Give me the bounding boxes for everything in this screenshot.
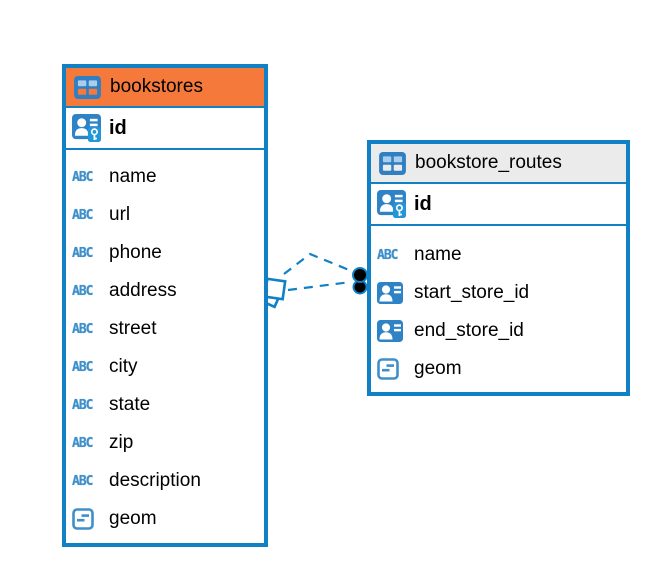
text-type-icon: ABC xyxy=(72,397,93,413)
table-grid-icon xyxy=(379,151,406,175)
text-type-icon: ABC xyxy=(377,247,398,263)
text-type-icon: ABC xyxy=(72,283,93,299)
text-type-icon: ABC xyxy=(72,245,93,261)
geometry-type-icon xyxy=(377,358,405,380)
column-row-address[interactable]: ABC address xyxy=(72,272,260,310)
pk-row-id[interactable]: id xyxy=(66,108,264,150)
person-key-icon xyxy=(72,114,101,142)
text-type-icon: ABC xyxy=(72,321,93,337)
column-row-url[interactable]: ABC url xyxy=(72,196,260,234)
table-grid-icon xyxy=(74,75,101,99)
column-name: geom xyxy=(109,508,157,529)
column-row-end-store-id[interactable]: end_store_id xyxy=(377,312,622,350)
column-name: end_store_id xyxy=(414,320,524,341)
column-name: start_store_id xyxy=(414,282,530,303)
column-row-state[interactable]: ABC state xyxy=(72,386,260,424)
text-type-icon: ABC xyxy=(72,207,93,223)
column-row-zip[interactable]: ABC zip xyxy=(72,424,260,462)
person-ref-icon xyxy=(377,320,405,342)
column-row-street[interactable]: ABC street xyxy=(72,310,260,348)
relationship-line[interactable] xyxy=(283,252,355,275)
column-name: state xyxy=(109,394,151,415)
pk-column-name: id xyxy=(109,116,127,139)
column-name: address xyxy=(109,280,177,301)
relationship-start-store[interactable] xyxy=(287,280,352,292)
table-title: bookstore_routes xyxy=(415,152,562,173)
column-name: city xyxy=(109,356,138,377)
column-name: name xyxy=(109,166,157,187)
table-bookstore-routes-header[interactable]: bookstore_routes xyxy=(371,144,626,184)
column-name: geom xyxy=(414,358,462,379)
relationship-end-store[interactable] xyxy=(283,252,355,275)
column-name: phone xyxy=(109,242,162,263)
text-type-icon: ABC xyxy=(72,359,93,375)
column-row-description[interactable]: ABC description xyxy=(72,462,260,500)
column-name: street xyxy=(109,318,157,339)
column-row-name[interactable]: ABC name xyxy=(377,236,622,274)
relationship-endpoint-dot[interactable] xyxy=(352,267,368,283)
column-row-name[interactable]: ABC name xyxy=(72,158,260,196)
text-type-icon: ABC xyxy=(72,435,93,451)
column-row-start-store-id[interactable]: start_store_id xyxy=(377,274,622,312)
column-list: ABC name ABC url ABC phone ABC address A… xyxy=(66,150,264,538)
table-title: bookstores xyxy=(110,76,203,97)
geometry-type-icon xyxy=(72,508,100,530)
column-row-city[interactable]: ABC city xyxy=(72,348,260,386)
text-type-icon: ABC xyxy=(72,169,93,185)
column-name: description xyxy=(109,470,201,491)
column-name: zip xyxy=(109,432,134,453)
table-bookstores-header[interactable]: bookstores xyxy=(66,68,264,108)
person-ref-icon xyxy=(377,282,405,304)
table-bookstores[interactable]: bookstores id ABC xyxy=(62,64,268,547)
column-list: ABC name start_store_id xyxy=(371,226,626,388)
table-bookstore-routes[interactable]: bookstore_routes id ABC xyxy=(367,140,630,396)
column-row-phone[interactable]: ABC phone xyxy=(72,234,260,272)
person-key-icon xyxy=(377,190,406,218)
text-type-icon: ABC xyxy=(72,473,93,489)
column-name: url xyxy=(109,204,131,225)
column-row-geom[interactable]: geom xyxy=(377,350,622,388)
column-row-geom[interactable]: geom xyxy=(72,500,260,538)
column-name: name xyxy=(414,244,462,265)
pk-row-id[interactable]: id xyxy=(371,184,626,226)
relationship-line[interactable] xyxy=(287,280,352,292)
pk-column-name: id xyxy=(414,192,432,215)
